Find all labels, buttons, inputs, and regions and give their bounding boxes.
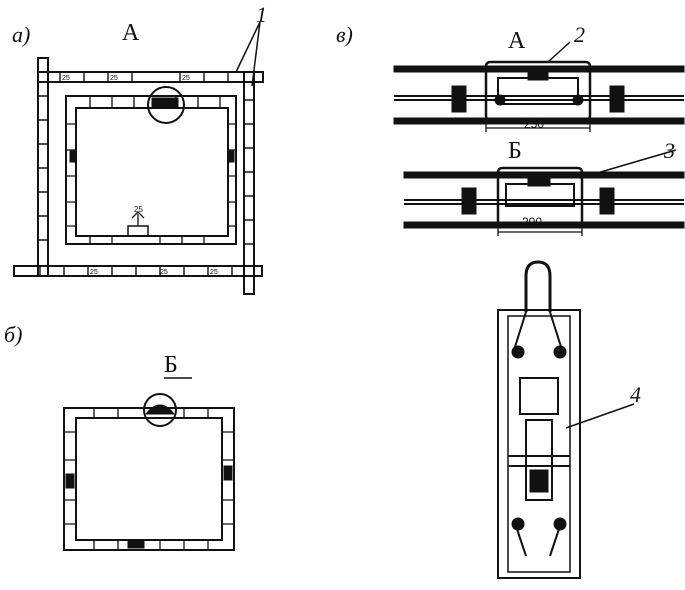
svg-text:25: 25 [160, 269, 168, 276]
clamp-plate-inner [507, 315, 571, 573]
clamp-a-right [609, 85, 625, 113]
side-clamp-left [69, 149, 77, 163]
clamp-bolt-br [553, 517, 567, 531]
leader-ref-2 [547, 41, 571, 63]
dim-line-250 [485, 124, 591, 132]
rail-b-mid [404, 199, 684, 205]
svg-text:25: 25 [182, 75, 190, 82]
svg-text:25: 25 [210, 269, 218, 276]
callout-label-a: А [122, 20, 140, 46]
callout-a-detail [151, 97, 179, 108]
outer-beam-top [37, 71, 264, 83]
inner-frame-outer [65, 95, 237, 245]
panel-b-plan [63, 393, 235, 551]
panel-v-clamp-assembly [497, 260, 635, 579]
inner-frame-inner [75, 107, 229, 237]
clamp-b-left [65, 473, 75, 489]
panel-label-a: а) [12, 22, 30, 47]
clamp-hook [524, 260, 552, 312]
frame-b-inner [75, 417, 223, 541]
dim-200: 200 [522, 215, 542, 229]
outer-beam-bottom [13, 265, 263, 277]
joint-a-bolt-left [494, 94, 506, 106]
dim-250: 250 [524, 117, 544, 131]
dim-line-200 [497, 228, 583, 236]
panel-a-plan: 25 25 25 25 25 25 25 [13, 21, 264, 295]
clamp-b-bottom [127, 539, 145, 549]
ref-number-4: 4 [630, 382, 641, 407]
joint-a-inner [497, 77, 579, 105]
frame-b-ticks [64, 408, 234, 550]
dim-25: 25 [134, 205, 143, 214]
bottom-arrow [131, 211, 145, 226]
clamp-nut [529, 469, 549, 493]
panel-label-v: в) [336, 22, 353, 47]
detail-label-a: А [508, 28, 526, 54]
clamp-crossbar [508, 455, 570, 467]
ref-number-3: 3 [663, 138, 675, 163]
inner-frame-ticks [66, 96, 236, 244]
panel-v-detail-b: 200 [403, 149, 685, 236]
side-clamp-right [227, 149, 235, 163]
rail-a-mid [394, 95, 684, 101]
callout-label-b: Б [164, 352, 178, 378]
joint-a-bolt-right [572, 94, 584, 106]
detail-label-b: Б [508, 138, 522, 164]
clamp-arms-top [513, 311, 563, 351]
outer-beam-left [37, 57, 49, 277]
joint-a-top-lock [527, 65, 549, 81]
clamp-bolt-tl [511, 345, 525, 359]
callout-circle-b [143, 393, 177, 427]
callout-b-detail [144, 404, 176, 415]
svg-text:25: 25 [90, 269, 98, 276]
clamp-b-right [223, 465, 233, 481]
ref-number-1: 1 [256, 2, 267, 27]
leader-ref-3 [579, 149, 677, 179]
clamp-b2-left [461, 187, 477, 215]
leader-ref-1 [235, 21, 261, 87]
clamp-a-left [451, 85, 467, 113]
callout-circle-a [147, 86, 185, 124]
clamp-block-upper [519, 377, 559, 415]
clamp-b2-right [599, 187, 615, 215]
svg-text:25: 25 [62, 75, 70, 82]
joint-a-body [484, 60, 592, 122]
clamp-bolt-tr [553, 345, 567, 359]
joint-b-inner [505, 183, 575, 207]
bottom-insert [127, 225, 149, 237]
panel-v-detail-a: 250 [393, 41, 685, 132]
outer-beam-ticks [38, 72, 254, 276]
frame-b-outer [63, 407, 235, 551]
clamp-plate-outer [497, 309, 581, 579]
panel-label-b: б) [4, 322, 22, 347]
joint-b-top-lock [527, 171, 551, 187]
joint-b-body [496, 166, 584, 228]
clamp-bolt-bl [511, 517, 525, 531]
ref-number-2: 2 [574, 22, 585, 47]
svg-text:25: 25 [110, 75, 118, 82]
outer-beam-marks: 25 25 25 25 25 25 [62, 75, 218, 276]
outer-beam-right [243, 71, 255, 295]
clamp-screw [525, 419, 553, 501]
leader-ref-4 [565, 403, 635, 429]
